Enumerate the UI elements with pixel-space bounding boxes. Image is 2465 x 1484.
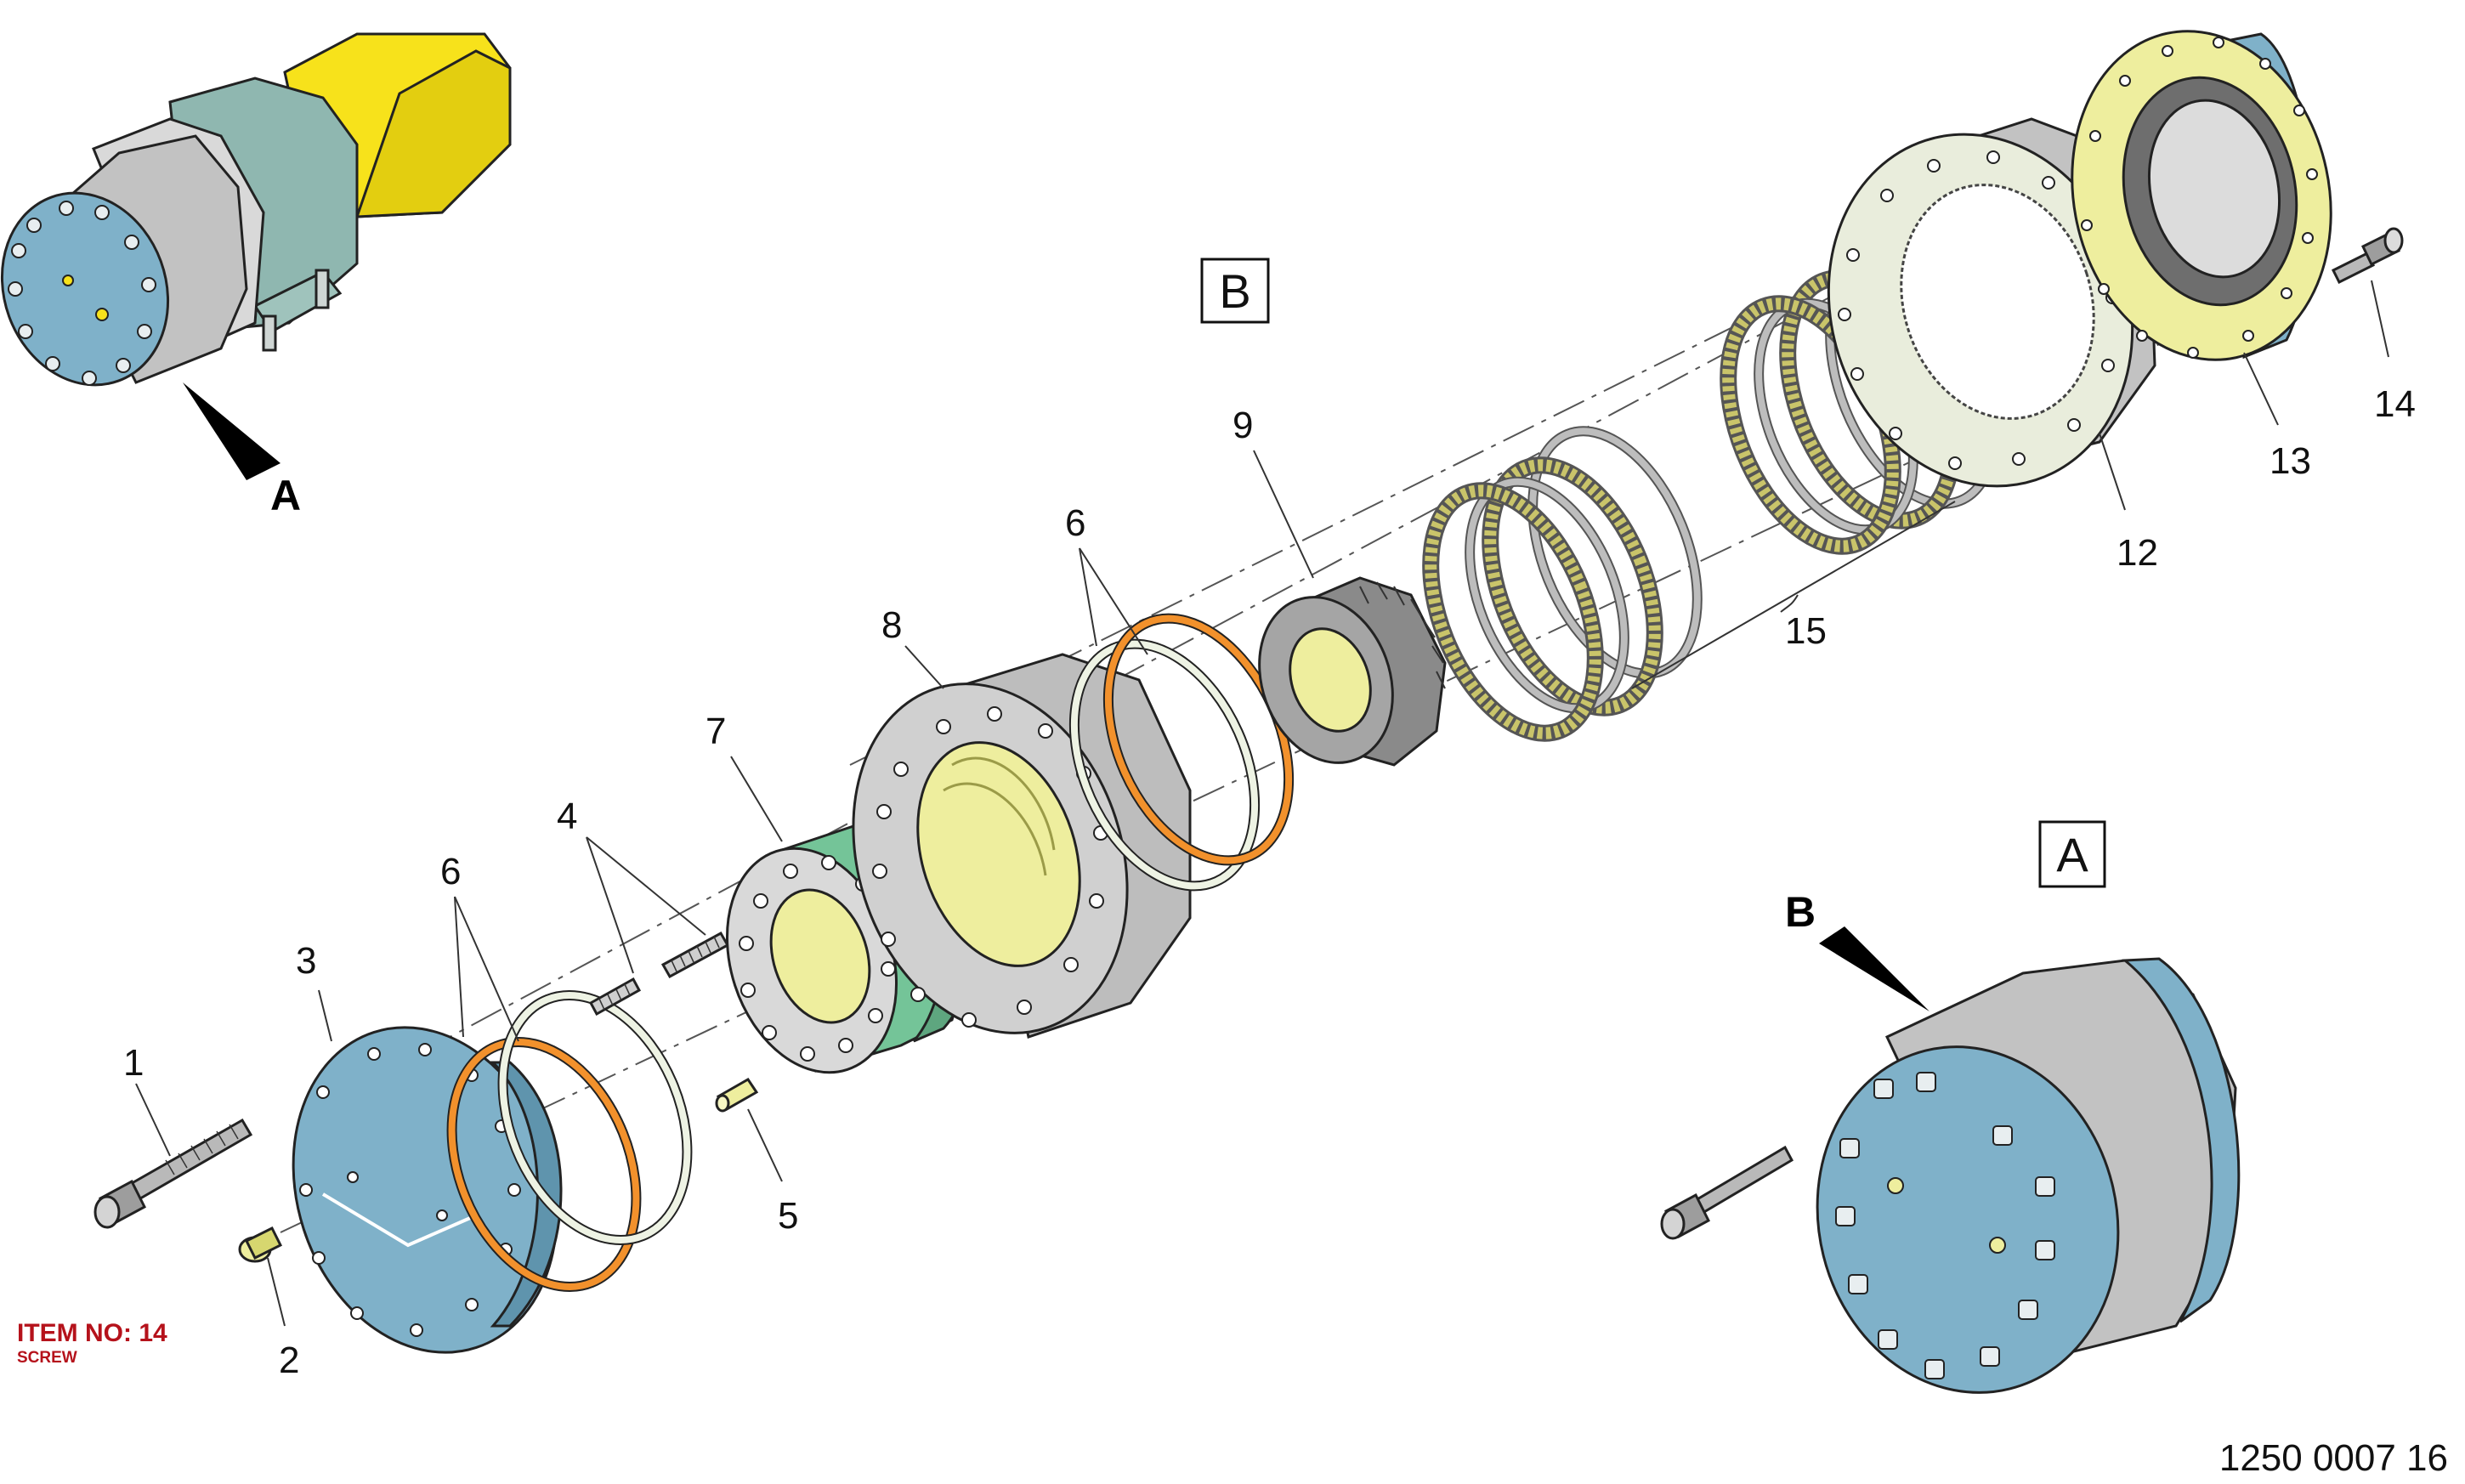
part-6-o-rings-left (446, 989, 693, 1293)
part-4-springs (588, 931, 730, 1017)
drive-unit-overview: A (0, 32, 512, 519)
callout-13: 13 (2270, 440, 2311, 482)
callout-4: 4 (557, 796, 577, 837)
view-box-b: B (1200, 258, 1270, 324)
callout-15: 15 (1785, 610, 1827, 652)
callout-1: 1 (123, 1042, 144, 1084)
callout-leader-lines (135, 280, 2389, 1327)
part-1-long-screw (94, 1118, 253, 1229)
cover-bolt-heads (8, 201, 156, 386)
bracket-bolt (314, 269, 330, 309)
item-label: ITEM NO: 14 SCREW (17, 1319, 167, 1367)
item-label-subtitle: SCREW (17, 1349, 77, 1367)
part-2-plug (238, 1226, 283, 1263)
callout-7: 7 (706, 711, 726, 752)
part-14-screw (2331, 227, 2404, 285)
callout-numbers: 1 2 3 4 5 6 7 8 6 9 15 12 13 14 (123, 383, 2416, 1381)
svg-text:A: A (2056, 828, 2088, 881)
callout-8: 8 (881, 604, 902, 646)
callout-6-left: 6 (440, 851, 461, 892)
assembled-hub-view-a: B (1660, 888, 2241, 1394)
callout-14: 14 (2374, 383, 2416, 425)
item-label-title: ITEM NO: 14 (17, 1319, 167, 1347)
view-arrow-b (1819, 926, 1930, 1011)
callout-9: 9 (1232, 405, 1253, 446)
part-5-pin (715, 1078, 759, 1113)
view-arrow-label-b: B (1785, 888, 1816, 936)
part-3-end-cover (292, 1026, 563, 1354)
part-9-sun-gear (1258, 576, 1447, 767)
bracket-bolt (262, 314, 277, 352)
callout-6-right: 6 (1065, 502, 1085, 544)
callout-2: 2 (279, 1340, 299, 1381)
svg-text:B: B (1219, 264, 1250, 318)
part-13-bearing-plate (2071, 30, 2332, 361)
part-8-housing (852, 653, 1192, 1039)
view-arrow-label-a: A (270, 472, 301, 519)
callout-5: 5 (778, 1195, 798, 1237)
callout-3: 3 (296, 940, 316, 982)
callout-12: 12 (2116, 532, 2158, 574)
document-number: 1250 0007 16 (2219, 1437, 2448, 1479)
view-box-a: A (2038, 820, 2106, 888)
view-arrow-a (183, 382, 280, 480)
